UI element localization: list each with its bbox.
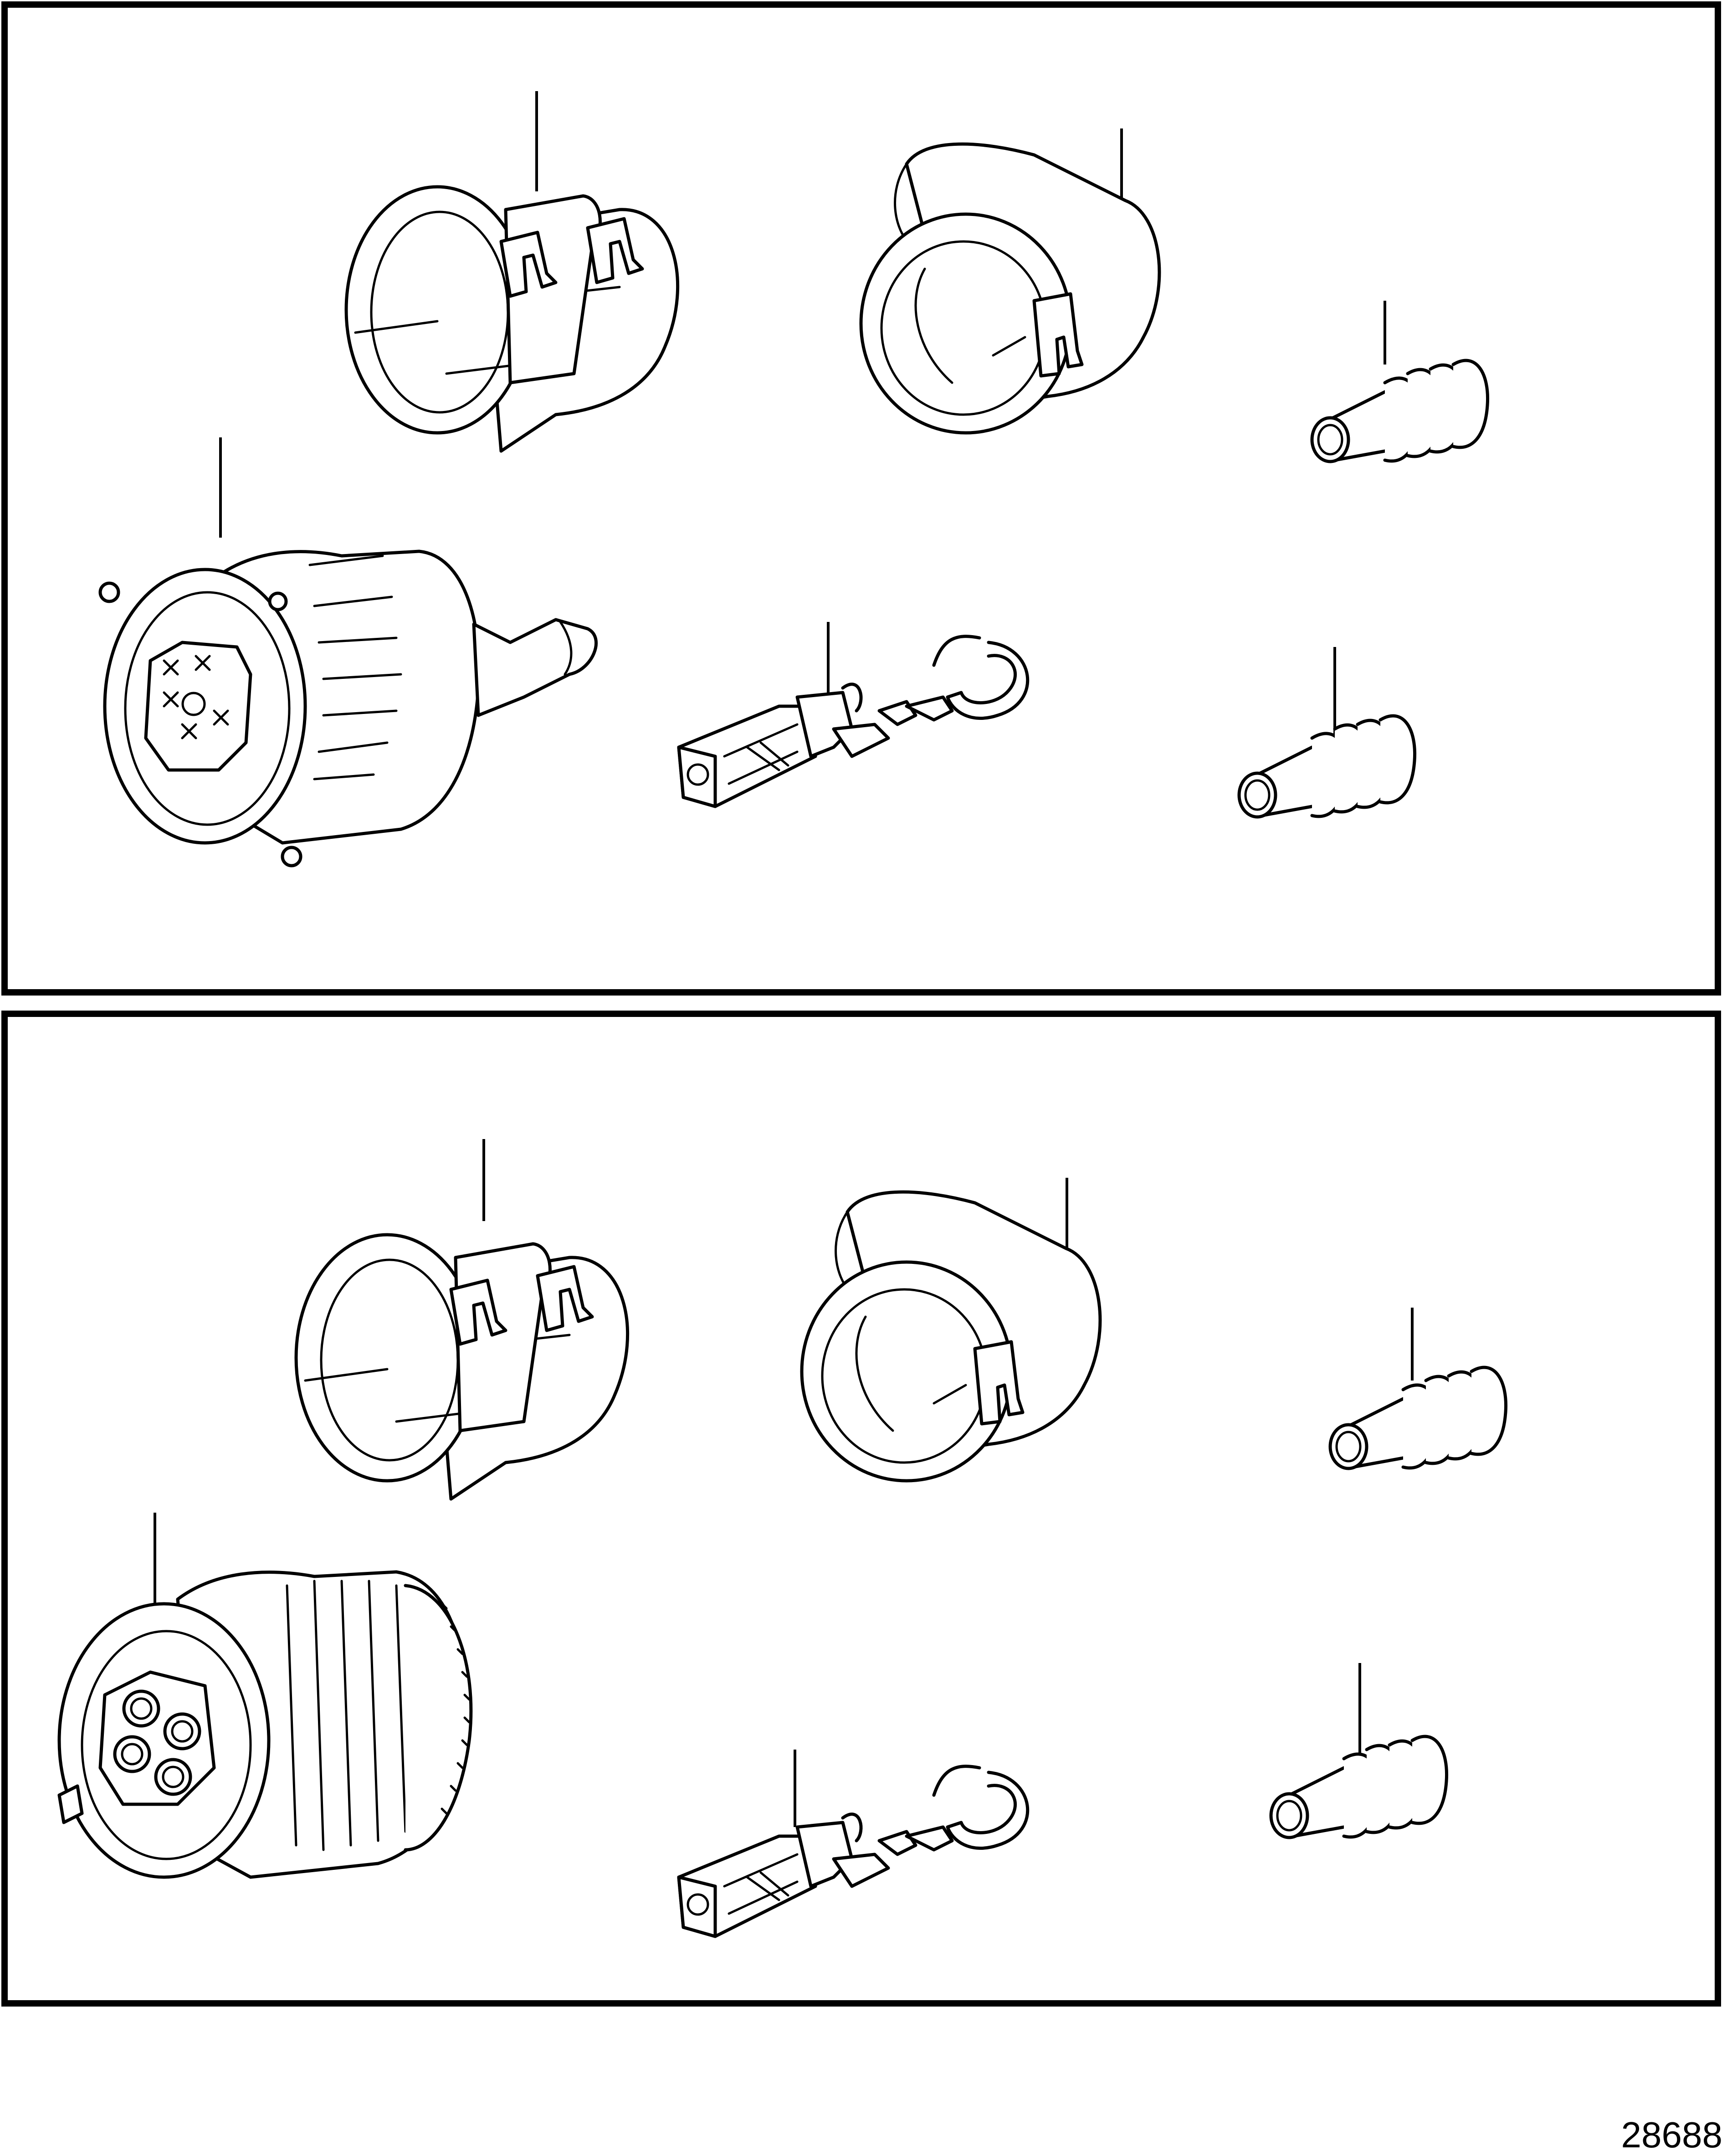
wire-seal [1312, 360, 1488, 462]
lower-panel [59, 1139, 1506, 1936]
lower-panel-frame [1, 1011, 1721, 2007]
connector-housing [59, 1572, 471, 1877]
upper-panel [100, 91, 1488, 866]
coupling-nut-straight [346, 187, 678, 451]
wire-seal [1239, 716, 1415, 817]
wire-seal [1330, 1367, 1506, 1468]
figure-number: 28688 [1621, 2115, 1722, 2155]
connector-housing [100, 551, 596, 866]
coupling-nut-straight [296, 1235, 628, 1499]
crimp-terminal [679, 637, 1028, 806]
coupling-nut-elbow [861, 144, 1159, 433]
crimp-terminal [679, 1766, 1028, 1936]
coupling-nut-elbow [802, 1192, 1100, 1481]
upper-panel-frame [1, 1, 1721, 996]
